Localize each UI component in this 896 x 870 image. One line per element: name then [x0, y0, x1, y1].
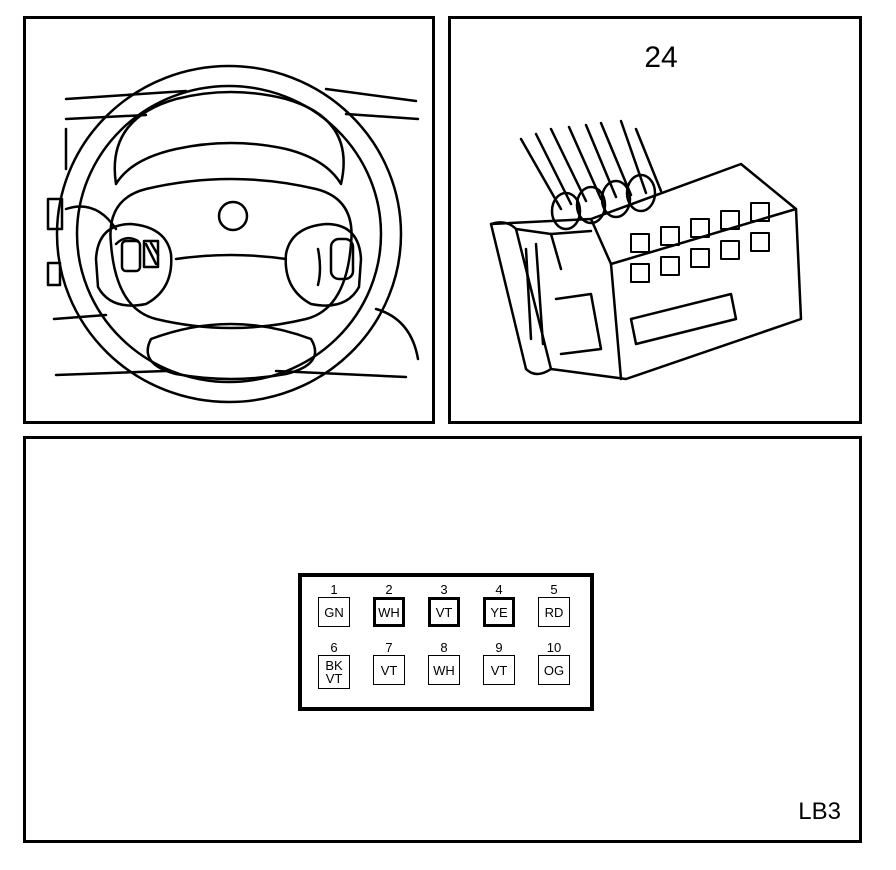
pin-wire-color: VT [483, 655, 515, 685]
steering-wheel-location-panel [23, 16, 435, 424]
pin-wire-color: VT [428, 597, 460, 627]
pin-wire-color-line2: VT [325, 671, 343, 686]
pin-wire-color: VT [373, 655, 405, 685]
steering-wheel-illustration [46, 64, 420, 404]
pin-wire-color-line1: BK [325, 658, 343, 673]
pinout-panel: 1 GN 2 WH 3 VT 4 YE 5 RD 6 BK VT 7 [23, 436, 862, 843]
pin-wire-color: WH [373, 597, 405, 627]
connector-number: 24 [644, 41, 678, 74]
diagram-code: LB3 [798, 798, 841, 825]
pin-number: 10 [546, 640, 562, 655]
pin-10: 10 OG [538, 641, 570, 685]
pin-number: 2 [385, 582, 393, 597]
pin-7: 7 VT [373, 641, 405, 685]
pin-wire-color: WH [428, 655, 460, 685]
connector-face: 1 GN 2 WH 3 VT 4 YE 5 RD 6 BK VT 7 [298, 573, 594, 711]
pin-9: 9 VT [483, 641, 515, 685]
pin-4: 4 YE [483, 583, 515, 627]
pin-number: 6 [330, 640, 338, 655]
pin-wire-color: YE [483, 597, 515, 627]
connector-illustration [489, 119, 803, 381]
pin-wire-color: BK VT [318, 655, 350, 689]
pin-number: 9 [495, 640, 503, 655]
pin-wire-color: OG [538, 655, 570, 685]
pin-number: 1 [330, 582, 338, 597]
pin-number: 7 [385, 640, 393, 655]
pin-1: 1 GN [318, 583, 350, 627]
pin-5: 5 RD [538, 583, 570, 627]
pin-3: 3 VT [428, 583, 460, 627]
connector-view-panel: 24 [448, 16, 862, 424]
pin-6: 6 BK VT [318, 641, 350, 689]
pin-number: 3 [440, 582, 448, 597]
pin-number: 5 [550, 582, 558, 597]
pin-wire-color: GN [318, 597, 350, 627]
pin-2: 2 WH [373, 583, 405, 627]
pin-8: 8 WH [428, 641, 460, 685]
pin-number: 8 [440, 640, 448, 655]
pin-number: 4 [495, 582, 503, 597]
pin-wire-color: RD [538, 597, 570, 627]
